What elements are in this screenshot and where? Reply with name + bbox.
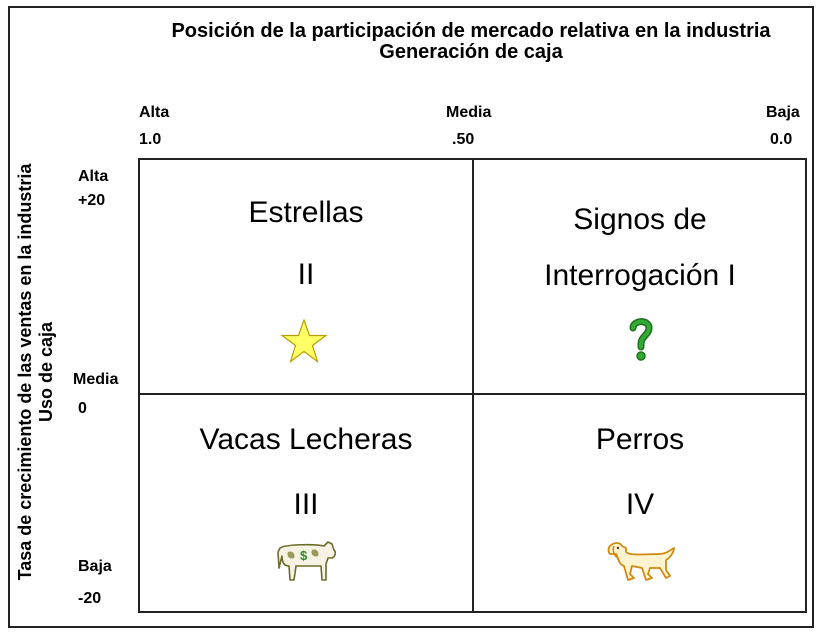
y-tick-low-label: Baja (78, 558, 112, 575)
vertical-divider (472, 158, 474, 613)
quadrant-question-name-line2: Interrogación I (544, 259, 736, 292)
x-axis-title: Posición de la participación de mercado … (171, 20, 771, 42)
y-axis-title: Tasa de crecimiento de las ventas en la … (15, 163, 35, 581)
cow-icon: $ (276, 538, 338, 589)
x-tick-high-label: Alta (139, 104, 170, 121)
y-tick-medium-value: 0 (78, 400, 87, 417)
y-axis-subtitle: Uso de caja (36, 321, 56, 423)
quadrant-stars-numeral: II (297, 258, 315, 291)
y-tick-medium-label: Media (73, 371, 119, 388)
quadrant-dogs-numeral: IV (625, 488, 655, 521)
y-tick-high-value: +20 (78, 192, 106, 209)
x-tick-medium-value: .50 (452, 131, 475, 148)
x-tick-high-value: 1.0 (139, 131, 162, 148)
quadrant-dogs-name: Perros (595, 423, 685, 456)
svg-text:$: $ (300, 548, 308, 563)
quadrant-stars-name: Estrellas (248, 196, 364, 229)
x-tick-low-label: Baja (766, 104, 800, 121)
x-tick-medium-label: Media (446, 104, 492, 121)
horizontal-divider (138, 393, 807, 395)
quadrant-cows-name: Vacas Lecheras (199, 423, 413, 456)
x-tick-low-value: 0.0 (770, 131, 793, 148)
x-axis-subtitle: Generación de caja (379, 41, 563, 63)
quadrant-question-name-line1: Signos de (573, 203, 707, 236)
question-mark-icon (625, 316, 657, 367)
dog-icon (606, 540, 678, 587)
matrix-frame (8, 6, 814, 628)
star-icon (280, 318, 328, 369)
y-tick-high-label: Alta (78, 168, 109, 185)
y-tick-low-value: -20 (78, 590, 102, 607)
quadrant-cows-numeral: III (293, 488, 319, 521)
